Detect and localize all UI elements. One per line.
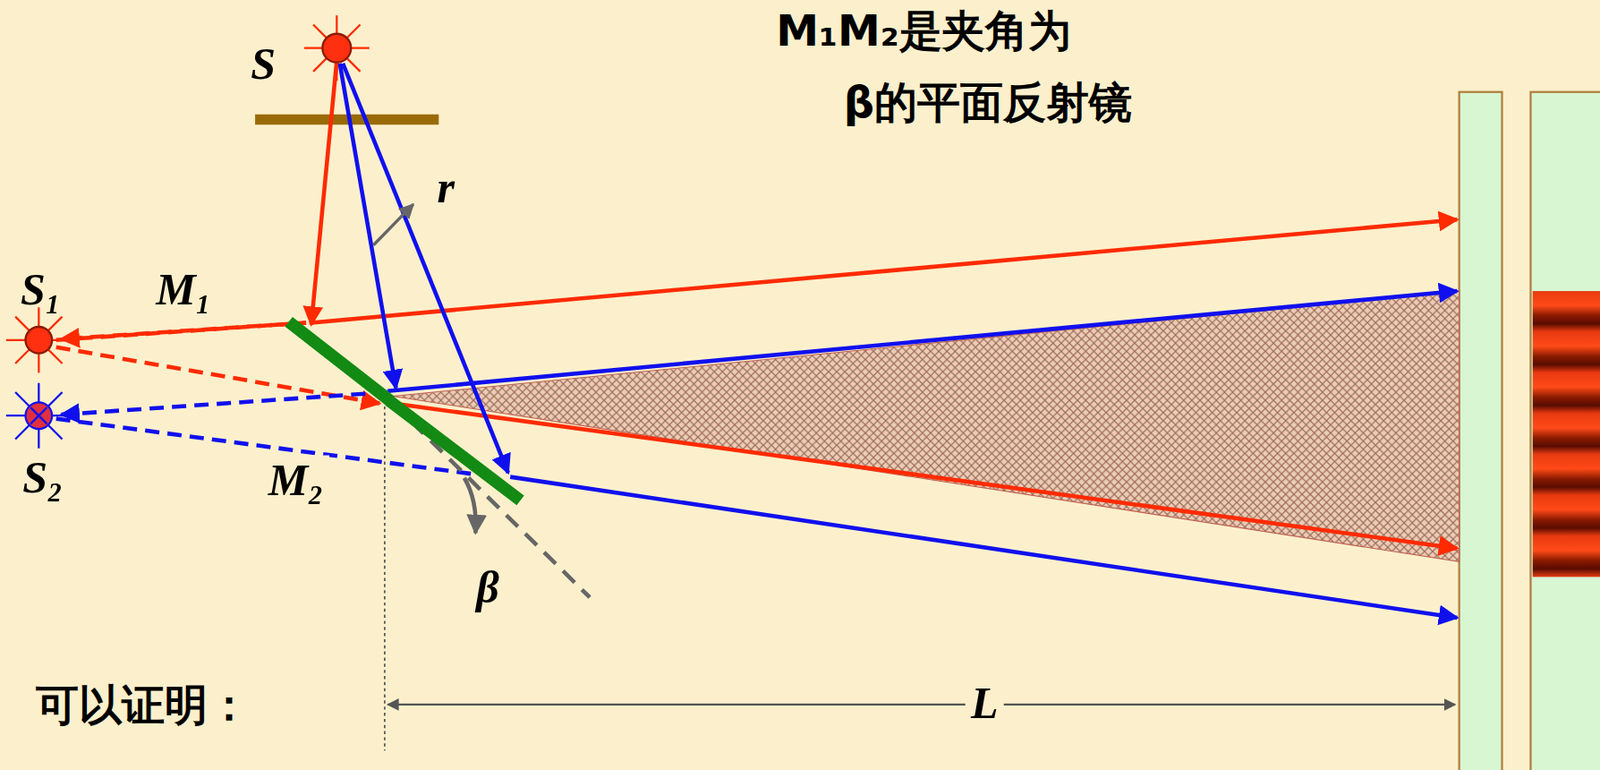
note-text: 可以证明：	[35, 680, 251, 728]
source-label: S₂	[22, 451, 63, 502]
title-line: β的平面反射镜	[843, 78, 1132, 127]
r-arrow	[373, 204, 413, 246]
reference-line	[383, 406, 386, 750]
interference-fringes	[1532, 290, 1600, 577]
screen-side	[1459, 92, 1503, 770]
overlap-region	[392, 290, 1460, 562]
source-s2	[6, 382, 72, 449]
mirror-m2	[388, 400, 520, 501]
mirror-m1	[289, 321, 392, 401]
screen-front	[1530, 92, 1600, 770]
angle-label: β	[476, 561, 500, 612]
dimension-label: L	[965, 677, 1005, 727]
source-label: S	[250, 38, 276, 88]
virtual-ray	[60, 322, 307, 339]
source-label: S₁	[20, 263, 61, 314]
incident-ray	[311, 61, 338, 325]
source-s1	[6, 306, 72, 373]
title-line: M₁M₂是夹角为	[775, 7, 1072, 55]
incident-ray	[342, 63, 509, 473]
mirror-label: M₂	[263, 454, 330, 504]
angle-arrow	[464, 477, 477, 534]
reflected-ray	[510, 476, 1457, 618]
virtual-ray	[60, 391, 388, 415]
dimension-line	[387, 703, 1456, 706]
mirror-label: M₁	[155, 263, 212, 314]
incident-ray	[340, 63, 397, 389]
reflected-ray	[392, 403, 1457, 549]
virtual-ray	[56, 322, 307, 340]
source-s	[304, 15, 370, 81]
reflected-ray	[387, 290, 1457, 392]
distance-label: r	[437, 161, 455, 212]
